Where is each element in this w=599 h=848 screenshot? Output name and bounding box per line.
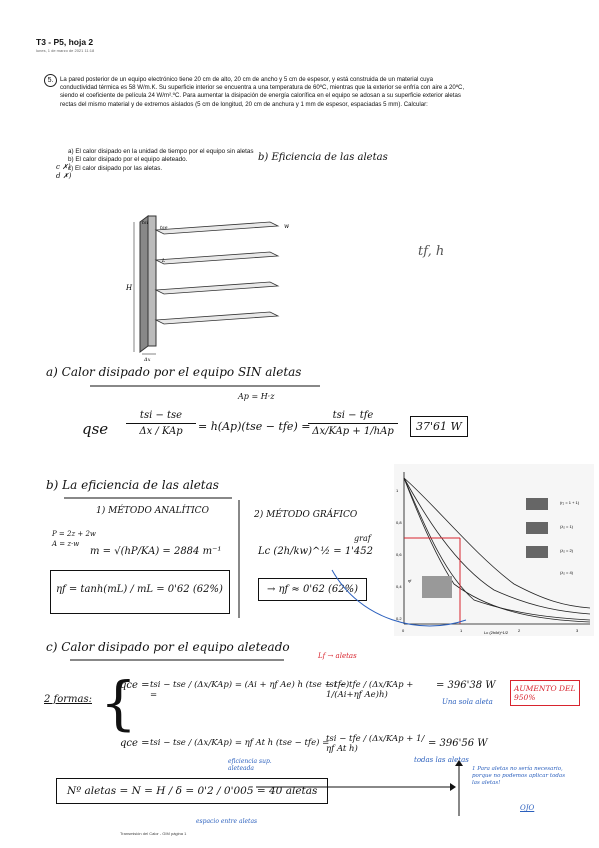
xtick-2: 2: [518, 628, 521, 633]
eta-box: [50, 570, 230, 614]
page-footer: Transmisión del Calor - GIM página 1: [120, 831, 187, 836]
a-definition: A = z·w: [52, 540, 80, 548]
n-note: espacio entre aletas: [196, 818, 258, 825]
chart-label-1: (r₂ = 1 + 1): [560, 500, 580, 505]
side-note-ojo: OJO: [520, 804, 535, 812]
p-definition: P = 2z + 2w: [52, 530, 96, 538]
method2-title: 2) MÉTODO GRÁFICO: [254, 510, 358, 520]
qce-eq1-result: = 396'38 W: [436, 680, 496, 691]
xtick-0: 0: [402, 628, 405, 633]
ytick-04: 0,4: [396, 584, 402, 589]
nf-note: Lf → aletas: [318, 652, 357, 660]
brace: {: [100, 669, 137, 737]
aumento-box: AUMENTO DEL 950%: [510, 680, 580, 706]
m-equation: m = √(hP/KA) = 2884 m⁻¹: [90, 546, 222, 557]
mark-d: d ✗): [56, 171, 72, 180]
section-b-heading: b) La eficiencia de las aletas: [46, 478, 219, 492]
ytick-06: 0,6: [396, 552, 402, 557]
section-b-underline: [64, 497, 232, 499]
label-dx: Δx: [143, 357, 151, 362]
qse-denominator-1: Δx / KAp: [139, 426, 183, 437]
chart-xlabel: Lc (2h/kt)^1/2: [484, 630, 509, 635]
qce-eq1-lhs: qce =: [120, 680, 150, 691]
problem-text: La pared posterior de un equipo electrón…: [60, 76, 465, 108]
side-note: 1 Para aletas no sería necesario, porque…: [472, 766, 566, 786]
chart-label-4: (λ₂ = 4): [560, 570, 574, 575]
xtick-1: 1: [460, 628, 463, 633]
xtick-3: 3: [576, 628, 579, 633]
n-arrow: [256, 783, 456, 791]
qce-eq2-result: = 396'56 W: [428, 738, 488, 749]
question-list: a) El calor disipado en la unidad de tie…: [68, 148, 254, 173]
qse-fraction-1: tsi − tse Δx / KAp: [126, 410, 196, 437]
qce-eq2-note: todas las aletas: [414, 756, 469, 764]
label-L: L: [161, 258, 166, 264]
qce-eq1-note: Una sola aleta: [442, 698, 493, 706]
chart-label-2: (λ₂ = 1): [560, 524, 574, 529]
section-c-underline: [70, 659, 284, 661]
fin-diagram: tsi tse H w Δx L: [125, 215, 290, 362]
section-a-heading: a) Calor disipado por el equipo SIN alet…: [46, 365, 302, 379]
blue-arrow: [331, 569, 467, 627]
problem-number: 5.: [44, 74, 57, 87]
chart-label-3: (λ₂ = 2): [560, 548, 574, 553]
label-tse: tse: [160, 225, 168, 231]
question-a: a) El calor disipado en la unidad de tie…: [68, 148, 254, 155]
graf-note: graf: [354, 534, 371, 543]
qce-eq2-lhs: qce =: [120, 738, 150, 749]
question-b: b) El calor disipado por el equipo alete…: [68, 156, 188, 164]
question-c: c) El calor disipado por las aletas.: [68, 164, 163, 172]
chart-ylabel: ηf: [408, 578, 412, 583]
label-H: H: [125, 284, 133, 292]
efficiency-chart: 1 0,8 0,6 0,4 0,2 0 1 2 3 Lc (2h/kt)^1/2…: [394, 464, 594, 636]
ytick-08: 0,8: [396, 520, 402, 525]
qse-numerator-1: tsi − tse: [139, 410, 183, 421]
qse-numerator-3: tsi − tfe: [332, 410, 374, 421]
mark-c: c ✗): [56, 163, 71, 172]
qse-middle: = h(Ap)(tse − tfe) =: [198, 420, 311, 433]
qce-eq1-right: tsi − tfe / (Δx/KAp + 1/(Ai+ηf Ae)h): [326, 680, 414, 700]
question-marks: c ✗) d ✗): [56, 155, 71, 180]
page-title: T3 - P5, hoja 2: [36, 37, 94, 47]
section-a-underline: [90, 385, 320, 387]
ap-note: Ap = H·z: [238, 392, 275, 401]
qce-eq2-right: tsi − tfe / (Δx/KAp + 1/ηf At h): [326, 734, 425, 754]
ytick-02: 0,2: [396, 616, 402, 621]
lc-equation: Lc (2h/kw)^½ = 1'452: [258, 546, 374, 557]
ytick-1: 1: [396, 488, 399, 493]
formas-label: 2 formas:: [44, 694, 92, 705]
qce-eq2-mid: tsi − tse / (Δx/KAp) = ηf At h (tse − tf…: [150, 738, 330, 748]
section-c-heading: c) Calor disipado por el equipo aleteado: [46, 640, 290, 654]
eff-note: eficiencia sup. aleteada: [228, 758, 272, 772]
method1-title: 1) MÉTODO ANALÍTICO: [96, 506, 209, 516]
qse-lhs: qse: [82, 420, 109, 438]
method-divider: [238, 500, 240, 618]
qse-result: 37'61 W: [410, 416, 468, 437]
qce-eq1-mid: tsi − tse / (Δx/KAp) = (Ai + ηf Ae) h (t…: [150, 680, 350, 700]
n-aletas-box: Nº aletas = N = H / δ = 0'2 / 0'005 = 40…: [56, 778, 329, 804]
handwritten-b-note: b) Eficiencia de las aletas: [258, 152, 388, 163]
page-date: lunes, 1 de marzo de 2021 11:18: [36, 48, 95, 53]
up-arrow: [455, 760, 463, 816]
qse-fraction-3: tsi − tfe Δx/KAp + 1/hAp: [308, 410, 398, 437]
eta-equation: ηf = tanh(mL) / mL = 0'62 (62%): [56, 584, 223, 595]
qse-denominator-3: Δx/KAp + 1/hAp: [312, 426, 394, 437]
label-tsi: tsi: [142, 220, 149, 226]
label-tf-h: tf, h: [418, 244, 445, 259]
label-w: w: [284, 223, 290, 230]
eta2-equation: → ηf ≈ 0'62 (62%): [258, 578, 368, 601]
